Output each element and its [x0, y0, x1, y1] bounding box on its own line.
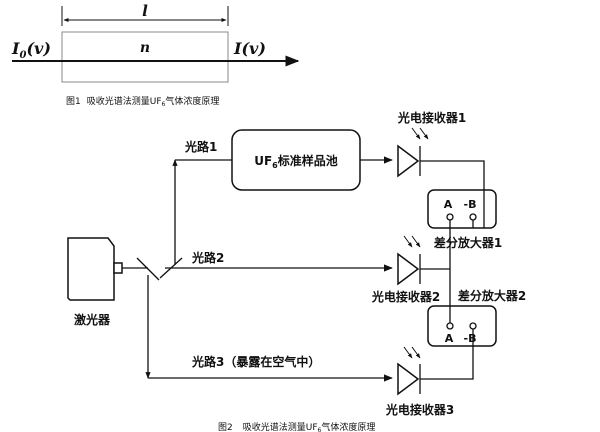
receiver-2-label: 光电接收器2	[371, 289, 440, 304]
uf6-sample-cell-label: UF6标准样品池	[254, 153, 338, 170]
amp-2-input-b: -B	[464, 332, 477, 345]
amp-2-terminal-a	[446, 322, 454, 330]
wire-receiver-3-to-amp-2	[420, 329, 474, 380]
wire-receiver-1-to-amp-1	[420, 160, 485, 228]
path-3-label: 光路3（暴露在空气中）	[191, 354, 320, 369]
amp-2-terminal-b	[469, 322, 477, 330]
photodiode-1-icon	[397, 144, 420, 178]
light-ray-icon	[403, 235, 413, 248]
length-symbol: l	[142, 2, 148, 20]
receiver-3-label: 光电接收器3	[385, 402, 454, 417]
uf6-sample-cell	[231, 129, 361, 191]
light-ray-icon	[403, 346, 413, 359]
laser-label: 激光器	[74, 312, 111, 327]
amplifier-1-box	[427, 189, 497, 229]
receiver-1-label: 光电接收器1	[397, 110, 466, 125]
differential-amplifier-2: A -B 差分放大器2	[427, 288, 526, 347]
light-ray-icon	[411, 346, 421, 359]
light-ray-icon	[411, 127, 421, 140]
photodiode-3-icon	[397, 362, 420, 396]
output-intensity-label: I(v)	[233, 39, 266, 58]
amplifier-1-label: 差分放大器1	[433, 235, 502, 250]
path-1-label: 光路1	[184, 139, 217, 154]
medium-box	[61, 31, 229, 83]
figure-2: 激光器 光路1 UF6标准样品池 光路2 光路3（暴露在空气中） 光电接收器1	[67, 110, 526, 432]
differential-amplifier-1: A -B 差分放大器1	[427, 189, 502, 250]
amp-2-input-a: A	[445, 332, 454, 345]
laser-aperture	[113, 262, 123, 274]
amp-1-input-a: A	[444, 198, 453, 211]
medium-symbol: n	[140, 40, 150, 56]
amplifier-2-box	[427, 305, 497, 347]
photodiode-2-icon	[397, 252, 420, 286]
amp-1-terminal-b	[469, 213, 477, 221]
path-2-label: 光路2	[191, 250, 224, 265]
light-ray-icon	[411, 235, 421, 248]
photodetector-1: 光电接收器1	[397, 110, 466, 178]
amp-1-terminal-a	[446, 213, 454, 221]
amplifier-2-label: 差分放大器2	[457, 288, 526, 303]
photodetector-3: 光电接收器3	[385, 346, 454, 417]
amp-1-input-b: -B	[464, 198, 477, 211]
photodetector-2: 光电接收器2	[371, 235, 440, 304]
laser-body	[67, 237, 115, 301]
beam-splitter-1	[136, 257, 160, 281]
input-intensity-label: I0(v)	[11, 39, 51, 61]
light-ray-icon	[419, 127, 429, 140]
